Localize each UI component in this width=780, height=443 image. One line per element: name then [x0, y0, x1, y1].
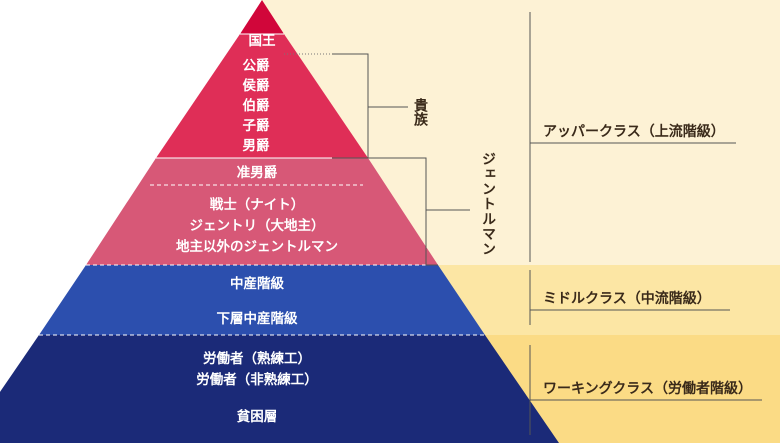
tier-middle	[39, 265, 485, 335]
label-earl: 伯爵	[243, 97, 270, 114]
label-gentleman: ジェントルマン	[480, 152, 496, 257]
label-non-landed-gentleman: 地主以外のジェントルマン	[176, 238, 338, 255]
label-nobility: 貴族	[412, 97, 428, 127]
label-unskilled-worker: 労働者（非熟練工）	[196, 371, 318, 388]
label-poor: 貧困層	[237, 408, 278, 425]
label-baron: 男爵	[243, 137, 270, 154]
gentleman-bracket	[368, 157, 438, 266]
label-king: 国王	[249, 33, 276, 49]
label-gentry: ジェントリ（大地主）	[190, 217, 325, 234]
label-middle-class-group: ミドルクラス（中流階級）	[543, 290, 711, 307]
label-marquess: 侯爵	[243, 77, 270, 94]
tier-nobility	[156, 34, 368, 158]
label-middle-class: 中産階級	[230, 275, 284, 292]
tier-working	[0, 335, 559, 443]
label-working-class-group: ワーキングクラス（労働者階級）	[543, 380, 752, 397]
label-knight: 戦士（ナイト）	[210, 196, 305, 213]
label-viscount: 子爵	[243, 117, 270, 134]
label-upper-class: アッパークラス（上流階級）	[543, 123, 725, 140]
label-skilled-worker: 労働者（熟練工）	[203, 350, 311, 367]
nobility-bracket	[332, 53, 369, 159]
label-duke: 公爵	[243, 57, 270, 74]
label-baronet: 准男爵	[237, 164, 278, 181]
label-lower-middle-class: 下層中産階級	[217, 310, 298, 327]
tier-king	[240, 0, 284, 34]
